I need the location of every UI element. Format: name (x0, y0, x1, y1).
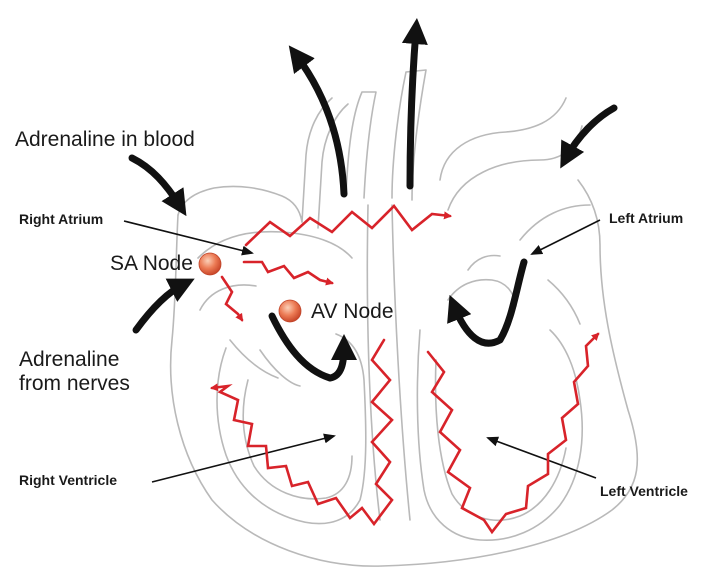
label-pointers (124, 220, 600, 482)
label-sa-node: SA Node (110, 252, 193, 276)
label-adrenaline-nerves-line2: from nerves (19, 372, 130, 396)
flow-arrow-adrenaline-blood (132, 158, 180, 206)
label-left-atrium: Left Atrium (609, 210, 683, 226)
signal-sa-down (222, 277, 242, 320)
flow-arrow-right-ventricle (272, 316, 344, 378)
label-left-ventricle: Left Ventricle (600, 483, 688, 499)
signal-atria-top (246, 206, 450, 245)
label-adrenaline-in-blood: Adrenaline in blood (15, 128, 195, 152)
signal-left-ventricle (428, 334, 598, 532)
sa-node-icon (199, 253, 221, 275)
blood-flow-arrows (132, 30, 614, 378)
signal-sa-to-av (244, 262, 332, 283)
label-right-ventricle: Right Ventricle (19, 472, 117, 488)
flow-arrow-pulmonary-vein (566, 108, 614, 158)
flow-arrow-left-ventricle (454, 262, 524, 343)
flow-arrow-aorta (410, 30, 416, 186)
pointer-right-ventricle (152, 436, 334, 482)
av-node-icon (279, 300, 301, 322)
label-adrenaline-nerves-line1: Adrenaline (19, 348, 119, 372)
label-av-node: AV Node (311, 300, 394, 324)
flow-arrow-adrenaline-nerves (136, 284, 184, 330)
label-right-atrium: Right Atrium (19, 211, 103, 227)
pointer-left-atrium (532, 220, 600, 254)
flow-arrow-pulmonary (296, 55, 344, 194)
